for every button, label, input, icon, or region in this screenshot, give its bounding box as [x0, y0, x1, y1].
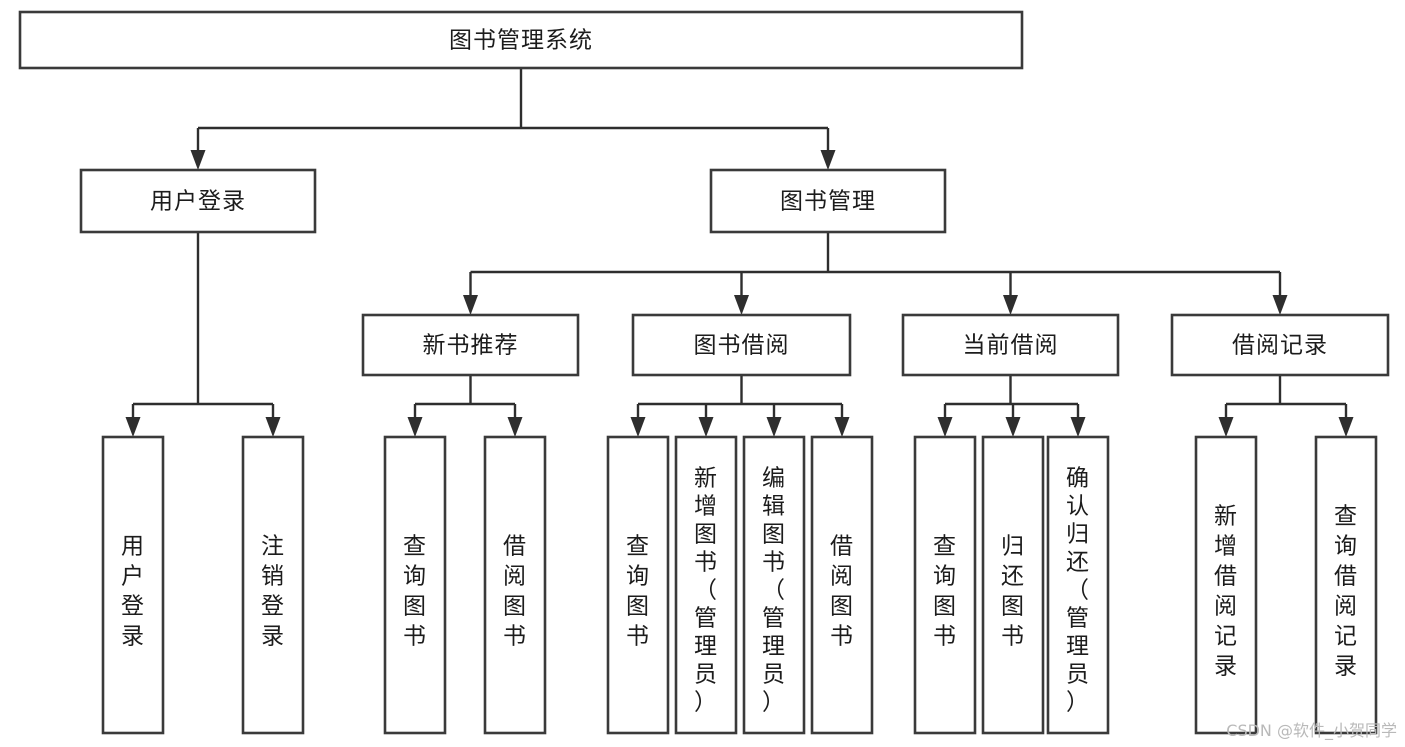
node-leaf-query-book-recommend[interactable]: 查询图书: [383, 435, 447, 735]
connectors-layer: [125, 68, 1354, 437]
node-label: 新增图书（管理员）: [694, 465, 718, 715]
node-box: [981, 435, 1045, 735]
arrow-head-icon: [1003, 295, 1018, 315]
watermark-text: CSDN @软件_小贺同学: [1226, 721, 1397, 740]
node-label: 查询图书: [403, 533, 427, 649]
node-leaf-edit-book[interactable]: 编辑图书（管理员）: [742, 435, 806, 735]
node-label: 借阅记录: [1232, 333, 1328, 359]
node-label: 借阅图书: [503, 533, 527, 649]
node-box: [1170, 313, 1390, 377]
node-label: 图书管理系统: [449, 28, 593, 54]
node-label: 图书管理: [780, 189, 876, 215]
node-leaf-logout[interactable]: 注销登录: [241, 435, 305, 735]
node-box: [913, 435, 977, 735]
node-leaf-add-book[interactable]: 新增图书（管理员）: [674, 435, 738, 735]
node-leaf-borrow-book[interactable]: 借阅图书: [810, 435, 874, 735]
arrow-head-icon: [463, 295, 478, 315]
node-box: [810, 435, 874, 735]
node-label: 查询图书: [626, 533, 650, 649]
node-new-book-recommend[interactable]: 新书推荐: [361, 313, 580, 377]
arrow-head-icon: [766, 417, 782, 437]
node-book-management[interactable]: 图书管理: [709, 168, 947, 234]
node-label: 新书推荐: [423, 333, 519, 359]
node-box: [674, 435, 738, 735]
node-box: [901, 313, 1120, 377]
node-root[interactable]: 图书管理系统: [18, 10, 1024, 70]
node-leaf-confirm-return[interactable]: 确认归还（管理员）: [1046, 435, 1110, 735]
arrow-head-icon: [407, 417, 423, 437]
node-box: [18, 10, 1024, 70]
arrow-head-icon: [1218, 417, 1234, 437]
arrow-head-icon: [734, 295, 749, 315]
node-box: [1046, 435, 1110, 735]
arrow-head-icon: [190, 150, 206, 170]
node-label: 用户登录: [150, 189, 246, 215]
node-leaf-query-book-borrow[interactable]: 查询图书: [606, 435, 670, 735]
arrow-head-icon: [1005, 417, 1021, 437]
node-borrow-record[interactable]: 借阅记录: [1170, 313, 1390, 377]
node-label: 当前借阅: [963, 333, 1059, 359]
node-label: 查询借阅记录: [1334, 503, 1358, 679]
arrow-head-icon: [1070, 417, 1086, 437]
node-box: [383, 435, 447, 735]
arrow-head-icon: [507, 417, 523, 437]
node-label: 新增借阅记录: [1214, 503, 1238, 679]
node-label: 借阅图书: [830, 533, 854, 649]
node-box: [241, 435, 305, 735]
node-label: 用户登录: [121, 533, 145, 649]
node-box: [1314, 435, 1378, 735]
node-box: [101, 435, 165, 735]
node-box: [1194, 435, 1258, 735]
node-leaf-add-borrow-record[interactable]: 新增借阅记录: [1194, 435, 1258, 735]
nodes-layer: 图书管理系统用户登录图书管理新书推荐图书借阅当前借阅借阅记录用户登录注销登录查询…: [18, 10, 1390, 735]
node-label: 注销登录: [261, 533, 285, 649]
node-leaf-query-book-current[interactable]: 查询图书: [913, 435, 977, 735]
node-label: 归还图书: [1001, 533, 1025, 649]
node-box: [361, 313, 580, 377]
node-leaf-return-book[interactable]: 归还图书: [981, 435, 1045, 735]
node-box: [709, 168, 947, 234]
arrow-head-icon: [937, 417, 953, 437]
node-label: 查询图书: [933, 533, 957, 649]
node-book-borrow[interactable]: 图书借阅: [631, 313, 852, 377]
node-current-borrow[interactable]: 当前借阅: [901, 313, 1120, 377]
arrow-head-icon: [820, 150, 836, 170]
node-box: [606, 435, 670, 735]
node-label: 图书借阅: [694, 333, 790, 359]
node-box: [742, 435, 806, 735]
node-leaf-borrow-book-recommend[interactable]: 借阅图书: [483, 435, 547, 735]
arrow-head-icon: [265, 417, 281, 437]
node-box: [79, 168, 317, 234]
node-box: [631, 313, 852, 377]
node-leaf-query-borrow-record[interactable]: 查询借阅记录: [1314, 435, 1378, 735]
arrow-head-icon: [630, 417, 646, 437]
arrow-head-icon: [834, 417, 850, 437]
node-label: 编辑图书（管理员）: [762, 465, 786, 715]
node-label: 确认归还（管理员）: [1066, 465, 1090, 715]
node-leaf-user-login[interactable]: 用户登录: [101, 435, 165, 735]
arrow-head-icon: [698, 417, 714, 437]
arrow-head-icon: [125, 417, 141, 437]
arrow-head-icon: [1338, 417, 1354, 437]
node-box: [483, 435, 547, 735]
node-user-login[interactable]: 用户登录: [79, 168, 317, 234]
arrow-head-icon: [1272, 295, 1288, 315]
